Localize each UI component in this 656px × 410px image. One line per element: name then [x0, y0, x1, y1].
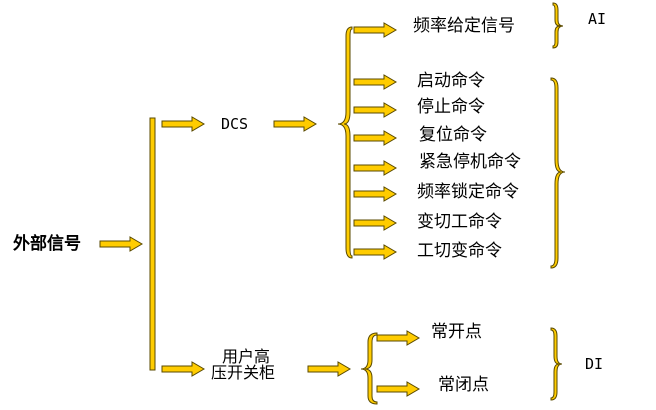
- signal-arrow: [353, 244, 397, 260]
- command-group-brace: [550, 77, 566, 269]
- contact-label: 常开点: [431, 322, 482, 342]
- dcs-signal-label: 停止命令: [417, 97, 485, 117]
- dcs-to-signals-arrow: [273, 116, 317, 132]
- dcs-signal-label: 复位命令: [419, 125, 487, 145]
- dcs-signals-brace: [337, 26, 353, 259]
- signal-arrow: [353, 102, 397, 118]
- root-label: 外部信号: [13, 234, 81, 254]
- signal-arrow: [353, 22, 397, 38]
- di-group-label: DI: [585, 355, 604, 373]
- switchgear-label-line1: 用户高: [222, 347, 271, 366]
- switchgear-branch-arrow: [161, 361, 205, 377]
- di-group-brace: [550, 327, 563, 401]
- dcs-signal-label: 频率给定信号: [413, 16, 515, 36]
- dcs-label: DCS: [221, 115, 249, 133]
- dcs-signal-label: 工切变命令: [417, 241, 502, 261]
- signal-arrow: [353, 186, 397, 202]
- root-arrow: [99, 236, 143, 252]
- main-split-bar: [149, 117, 156, 371]
- signal-arrow: [353, 74, 397, 90]
- contact-arrow: [376, 330, 420, 346]
- dcs-signal-label: 启动命令: [417, 71, 485, 91]
- contact-label: 常闭点: [438, 375, 489, 395]
- switchgear-label-line2: 压开关柜: [211, 363, 276, 382]
- dcs-signal-label: 紧急停机命令: [419, 152, 521, 172]
- ai-group-label: AI: [588, 10, 607, 28]
- dcs-signal-label: 变切工命令: [417, 212, 502, 232]
- contacts-brace: [360, 332, 378, 405]
- signal-arrow: [353, 215, 397, 231]
- ai-group-brace: [552, 2, 564, 49]
- signal-arrow: [353, 130, 397, 146]
- switchgear-to-contacts-arrow: [307, 361, 351, 377]
- dcs-signal-label: 频率锁定命令: [417, 182, 519, 202]
- dcs-branch-arrow: [161, 116, 205, 132]
- signal-arrow: [353, 160, 397, 176]
- contact-arrow: [376, 381, 420, 397]
